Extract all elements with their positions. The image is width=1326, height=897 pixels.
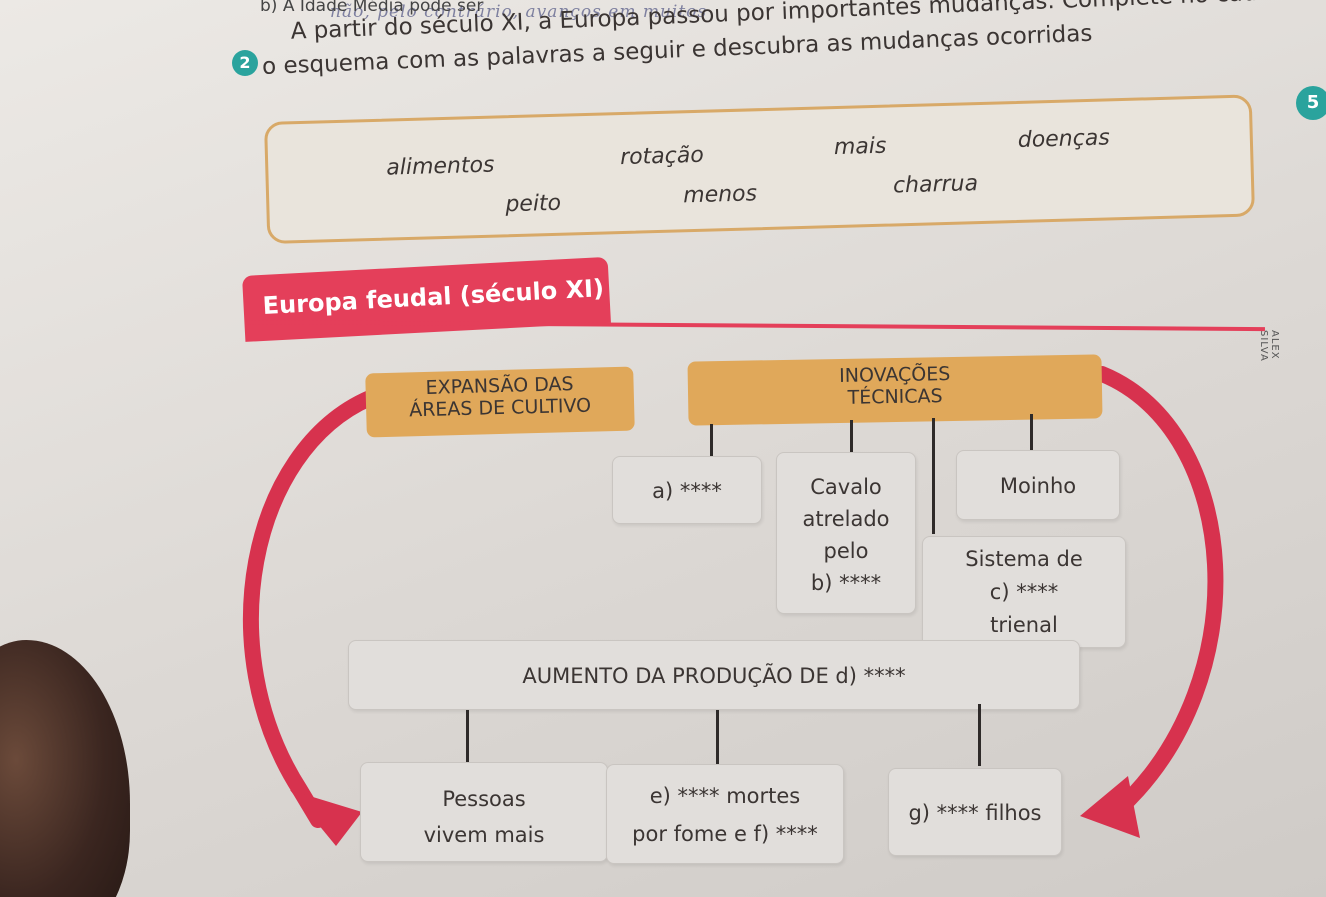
sub-item-b: b) A Idade Média pode ser <box>260 0 484 16</box>
cavalo-line-4: b) **** <box>810 571 882 595</box>
connector <box>932 418 935 534</box>
connector <box>978 704 981 766</box>
box-cavalo: Cavalo atrelado pelo b) **** <box>776 452 916 614</box>
connector <box>1030 414 1033 450</box>
page-badge: 5 <box>1296 86 1326 120</box>
sistema-line-3: trienal <box>990 613 1058 637</box>
connector <box>850 420 853 452</box>
box-filhos: g) **** filhos <box>888 768 1062 856</box>
handwritten-note: não, pelo contrário, avanços em muitos <box>330 2 708 22</box>
box-expansao: EXPANSÃO DAS ÁREAS DE CULTIVO <box>365 366 635 438</box>
connector <box>466 710 469 762</box>
filhos-text: g) **** filhos <box>908 801 1042 825</box>
left-arrowhead <box>290 790 362 846</box>
box-sistema: Sistema de c) **** trienal <box>922 536 1126 648</box>
right-cycle-arrow <box>1094 366 1224 818</box>
box-aumento: AUMENTO DA PRODUÇÃO DE d) **** <box>348 640 1080 710</box>
box-pessoas: Pessoas vivem mais <box>360 762 608 862</box>
cavalo-line-1: Cavalo <box>810 475 882 499</box>
pessoas-line-2: vivem mais <box>423 823 545 847</box>
left-cycle-arrow <box>243 390 378 828</box>
mortes-line-2: por fome e f) **** <box>632 822 818 846</box>
box-inovacoes: INOVAÇÕES TÉCNICAS <box>687 354 1103 426</box>
cavalo-line-3: pelo <box>823 539 869 563</box>
sistema-line-2: c) **** <box>989 580 1059 604</box>
box-a: a) **** <box>612 456 762 524</box>
question-number-badge: 2 <box>232 50 258 76</box>
box-a-text: a) **** <box>652 479 722 503</box>
mortes-line-1: e) **** mortes <box>649 784 801 808</box>
cavalo-line-2: atrelado <box>802 507 890 531</box>
aumento-text: AUMENTO DA PRODUÇÃO DE d) **** <box>522 664 906 688</box>
moinho-text: Moinho <box>999 474 1077 498</box>
box-moinho: Moinho <box>956 450 1120 520</box>
connector <box>710 424 713 458</box>
box-mortes: e) **** mortes por fome e f) **** <box>606 764 844 864</box>
right-arrowhead <box>1080 776 1140 838</box>
connector <box>716 710 719 766</box>
pessoas-line-1: Pessoas <box>442 787 526 811</box>
sistema-line-1: Sistema de <box>965 547 1083 571</box>
